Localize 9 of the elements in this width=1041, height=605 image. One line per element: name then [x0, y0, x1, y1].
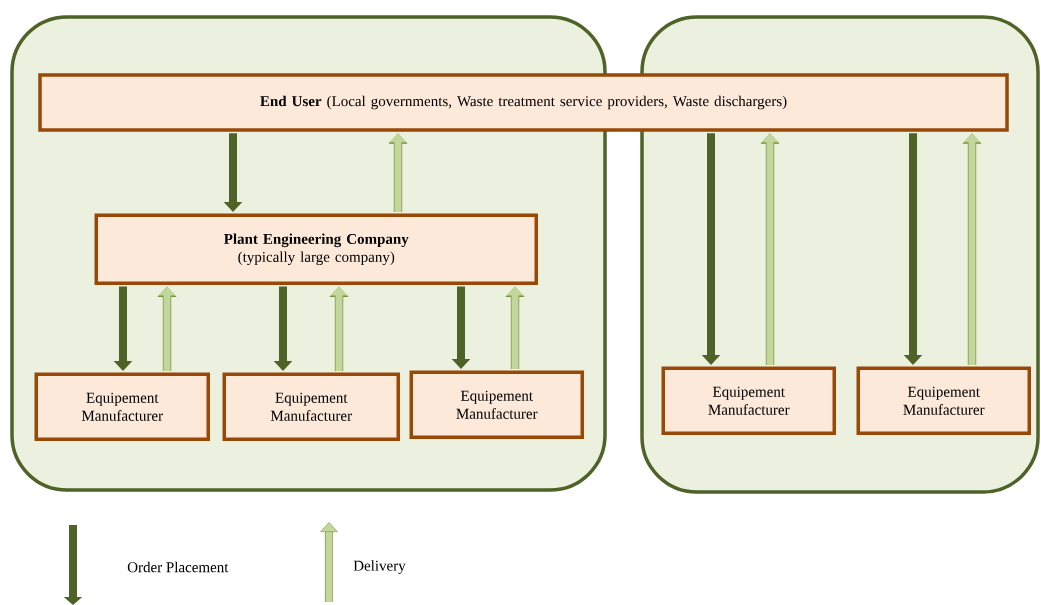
process-box: Equipement Manufacturer — [222, 372, 400, 441]
process-box: Equipement Manufacturer — [409, 370, 584, 439]
process-box: Plant Engineering Company (typically large company) — [94, 213, 538, 285]
process-box: Equipement Manufacturer — [661, 366, 836, 435]
process-box: Equipement Manufacturer — [34, 372, 210, 441]
legend-label: Order Placement — [127, 561, 229, 573]
process-box: End User (Local governments, Waste treatment service providers, Waste dischargers) — [38, 73, 1009, 132]
process-box: Equipement Manufacturer — [856, 366, 1031, 435]
legend-label: Delivery — [353, 560, 406, 574]
